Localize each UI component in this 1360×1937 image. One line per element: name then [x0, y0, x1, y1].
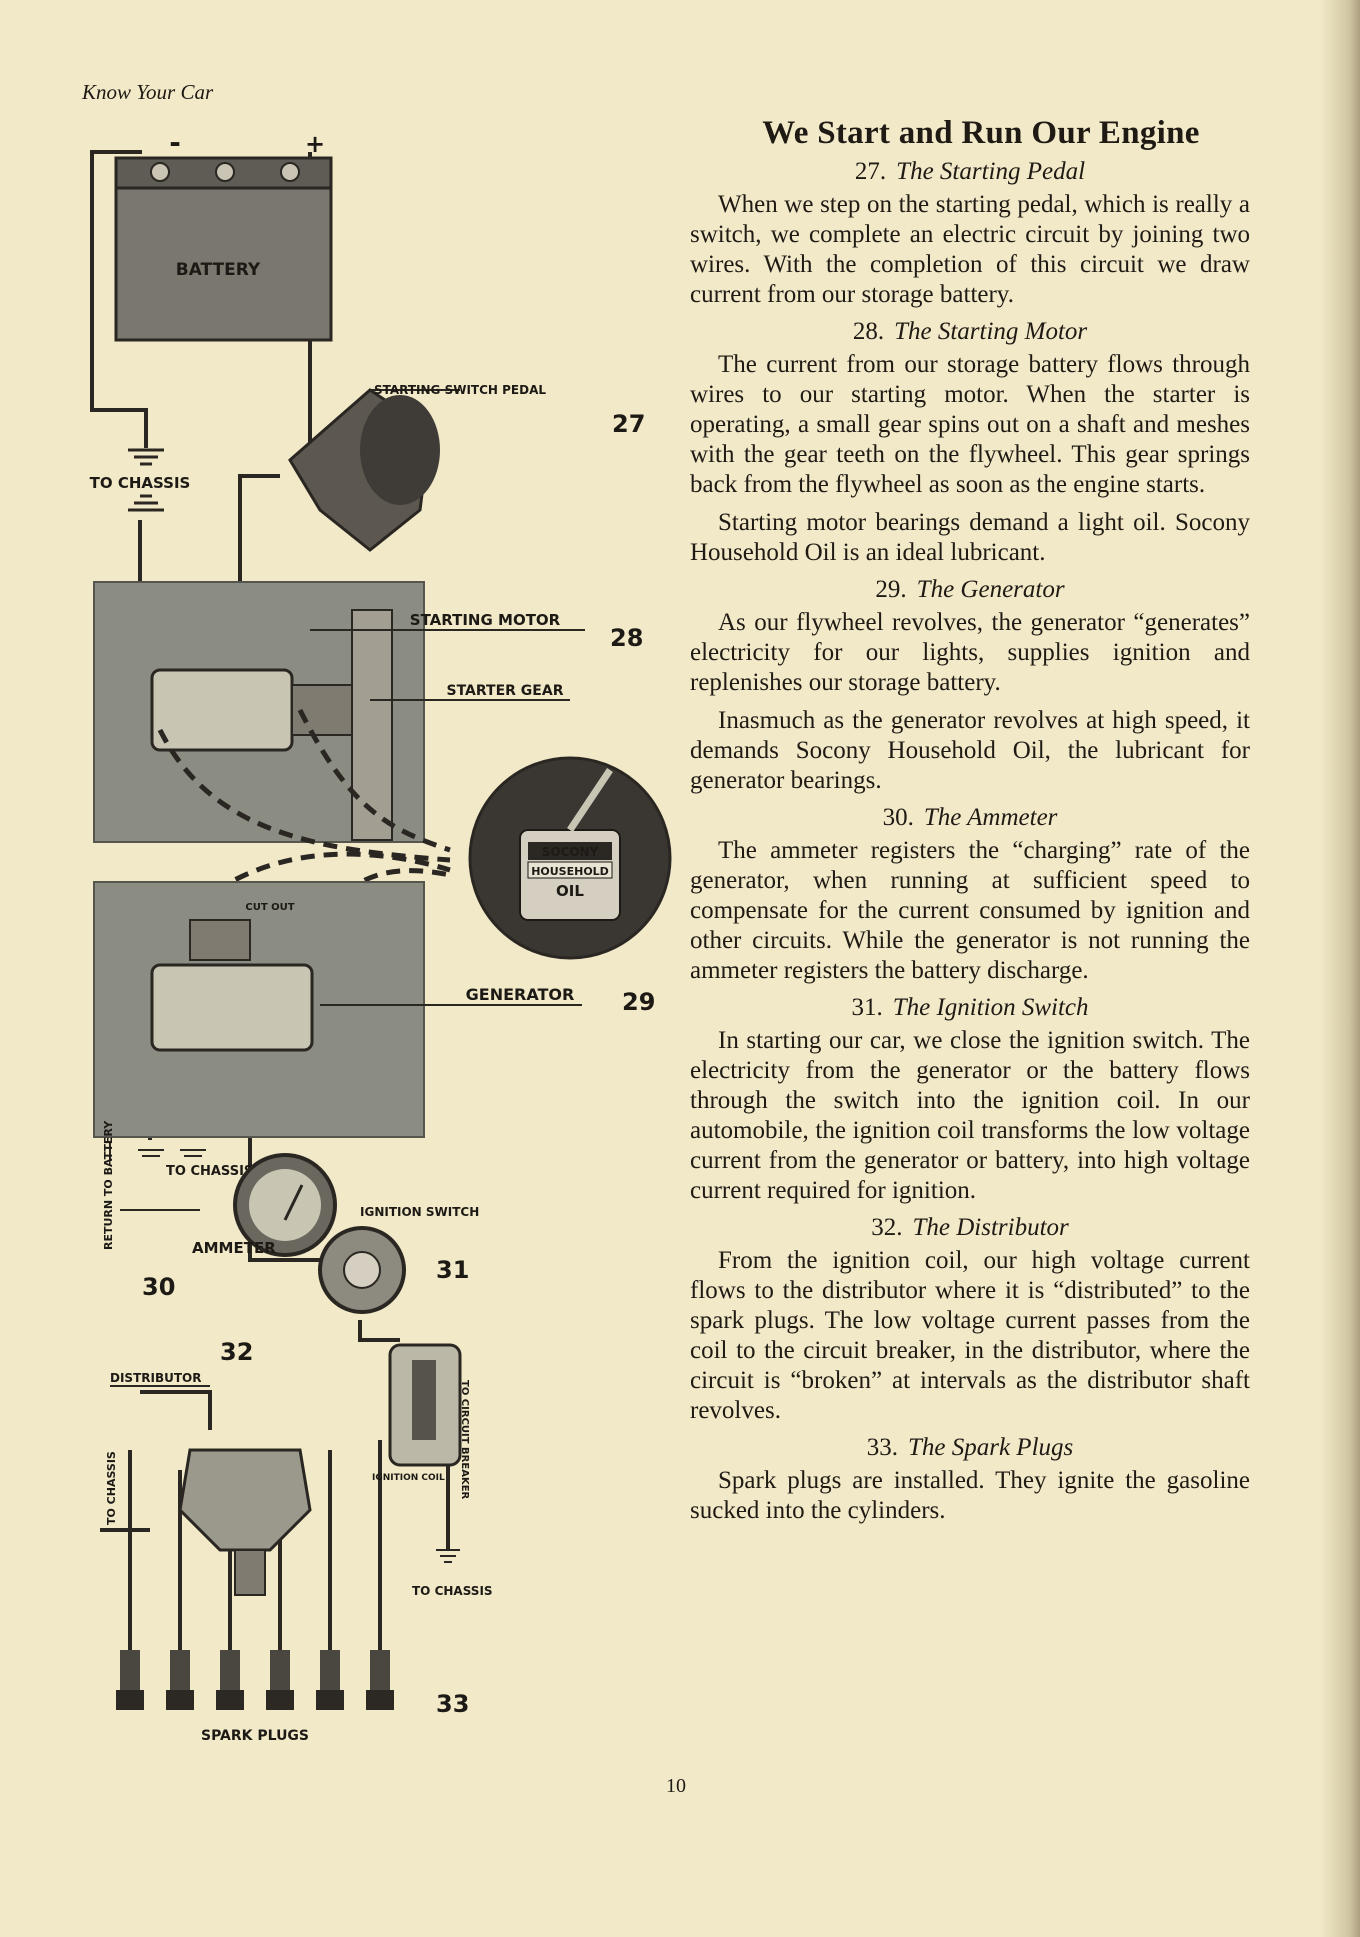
section-number: 30.	[882, 804, 914, 831]
ignition-switch-label: IGNITION SWITCH	[360, 1205, 479, 1219]
page-edge-shadow	[1320, 0, 1360, 1937]
cutout-label: CUT OUT	[245, 902, 294, 913]
article-title: We Start and Run Our Engine	[762, 115, 1200, 151]
starting-switch-pedal	[288, 388, 440, 552]
section-spark-plugs: 33. The Spark Plugs Spark plugs are insta…	[690, 1434, 1250, 1526]
ref-number-33: 33	[436, 1690, 469, 1718]
section-title: The Starting Motor	[894, 318, 1088, 345]
oil-brand-label: SOCONY	[542, 845, 599, 859]
spark-plug-3	[216, 1650, 244, 1710]
section-ignition-switch: 31. The Ignition Switch In starting our c…	[690, 994, 1250, 1206]
ref-number-30: 30	[142, 1273, 175, 1301]
ignition-switch	[318, 1226, 406, 1314]
socony-oil-can: SOCONY HOUSEHOLD OIL	[468, 756, 672, 960]
section-title: The Distributor	[912, 1214, 1069, 1241]
oil-word-label: OIL	[556, 882, 584, 900]
ref-number-27: 27	[612, 410, 645, 438]
generator	[150, 919, 314, 1052]
ref-number-31: 31	[436, 1256, 469, 1284]
to-chassis-label-mid: TO CHASSIS	[166, 1164, 253, 1179]
distributor-label: DISTRIBUTOR	[110, 1371, 201, 1385]
section-number: 31.	[851, 994, 883, 1021]
ref-number-32: 32	[220, 1338, 253, 1366]
ammeter	[233, 1153, 337, 1257]
battery-plus-sign: +	[305, 130, 325, 158]
section-number: 29.	[875, 576, 907, 603]
to-chassis-label-left: TO CHASSIS	[105, 1451, 118, 1525]
to-circuit-breaker-label: TO CIRCUIT BREAKER	[459, 1380, 470, 1500]
section-number: 33.	[866, 1434, 898, 1461]
wiring-diagram: BATTERY - + TO CHASSIS STARTING SWITCH P…	[90, 130, 672, 1744]
to-chassis-label-top: TO CHASSIS	[90, 474, 191, 492]
ref-number-28: 28	[610, 624, 643, 652]
ignition-coil-label: IGNITION COIL	[372, 1473, 445, 1483]
battery-minus-sign: -	[169, 130, 181, 159]
section-generator: 29. The Generator As our flywheel revolve…	[690, 576, 1250, 796]
battery: BATTERY	[114, 156, 333, 342]
ground-symbol	[128, 448, 164, 512]
section-heading: 32. The Distributor	[690, 1214, 1250, 1242]
generator-label: GENERATOR	[466, 985, 575, 1004]
section-heading: 29. The Generator	[690, 576, 1250, 604]
spark-plug-1	[116, 1650, 144, 1710]
section-title: The Generator	[916, 576, 1065, 603]
starting-motor-label: STARTING MOTOR	[410, 611, 561, 629]
starter-gear	[351, 609, 393, 841]
ref-number-29: 29	[622, 988, 655, 1016]
return-to-battery-label: RETURN TO BATTERY	[102, 1120, 115, 1250]
starter-gear-label: STARTER GEAR	[447, 683, 564, 699]
section-starting-pedal: 27. The Starting Pedal When we step on th…	[690, 158, 1250, 310]
section-number: 27.	[854, 158, 887, 185]
section-ammeter: 30. The Ammeter The ammeter registers the…	[690, 804, 1250, 986]
section-number: 28.	[852, 318, 885, 345]
spark-plugs-label: SPARK PLUGS	[201, 1728, 309, 1744]
section-heading: 33. The Spark Plugs	[690, 1434, 1250, 1462]
spark-plug-5	[316, 1650, 344, 1710]
oil-product-label: HOUSEHOLD	[531, 865, 609, 878]
section-heading: 28. The Starting Motor	[690, 318, 1250, 346]
page-number: 10	[666, 1775, 686, 1797]
spark-plug-4	[266, 1650, 294, 1710]
paragraph: From the ignition coil, our high voltage…	[690, 1247, 1250, 1424]
section-heading: 31. The Ignition Switch	[690, 994, 1250, 1022]
starting-switch-pedal-label: STARTING SWITCH PEDAL	[374, 383, 546, 397]
section-heading: 27. The Starting Pedal	[690, 158, 1250, 186]
ammeter-label: AMMETER	[192, 1239, 276, 1257]
starting-motor	[150, 668, 353, 752]
paragraph: In starting our car, we close the igniti…	[690, 1027, 1250, 1204]
section-distributor: 32. The Distributor From the ignition coi…	[690, 1214, 1250, 1426]
paragraph: As our flywheel revolves, the generator …	[690, 609, 1250, 696]
section-number: 32.	[871, 1214, 903, 1241]
to-chassis-label-bottom: TO CHASSIS	[412, 1584, 493, 1598]
section-title: The Starting Pedal	[896, 158, 1086, 185]
spark-plug-2	[166, 1650, 194, 1710]
article: We Start and Run Our Engine 27. The Start…	[690, 115, 1250, 1534]
running-head: Know Your Car	[82, 80, 214, 104]
paragraph: Inasmuch as the generator revolves at hi…	[690, 707, 1250, 794]
section-title: The Spark Plugs	[907, 1434, 1074, 1461]
spark-plug-6	[366, 1650, 394, 1710]
section-title: The Ammeter	[923, 804, 1058, 831]
paragraph: When we step on the starting pedal, whic…	[690, 191, 1250, 308]
distributor	[178, 1448, 312, 1596]
section-heading: 30. The Ammeter	[690, 804, 1250, 832]
section-starting-motor: 28. The Starting Motor The current from o…	[690, 318, 1250, 568]
paragraph: Spark plugs are installed. They ignite t…	[690, 1467, 1250, 1524]
paragraph: The current from our storage battery flo…	[690, 351, 1250, 498]
paragraph: Starting motor bearings demand a light o…	[690, 509, 1250, 566]
section-title: The Ignition Switch	[892, 994, 1089, 1021]
ignition-coil	[388, 1343, 462, 1467]
paragraph: The ammeter registers the “charging” rat…	[690, 837, 1250, 984]
battery-label: BATTERY	[176, 260, 261, 280]
